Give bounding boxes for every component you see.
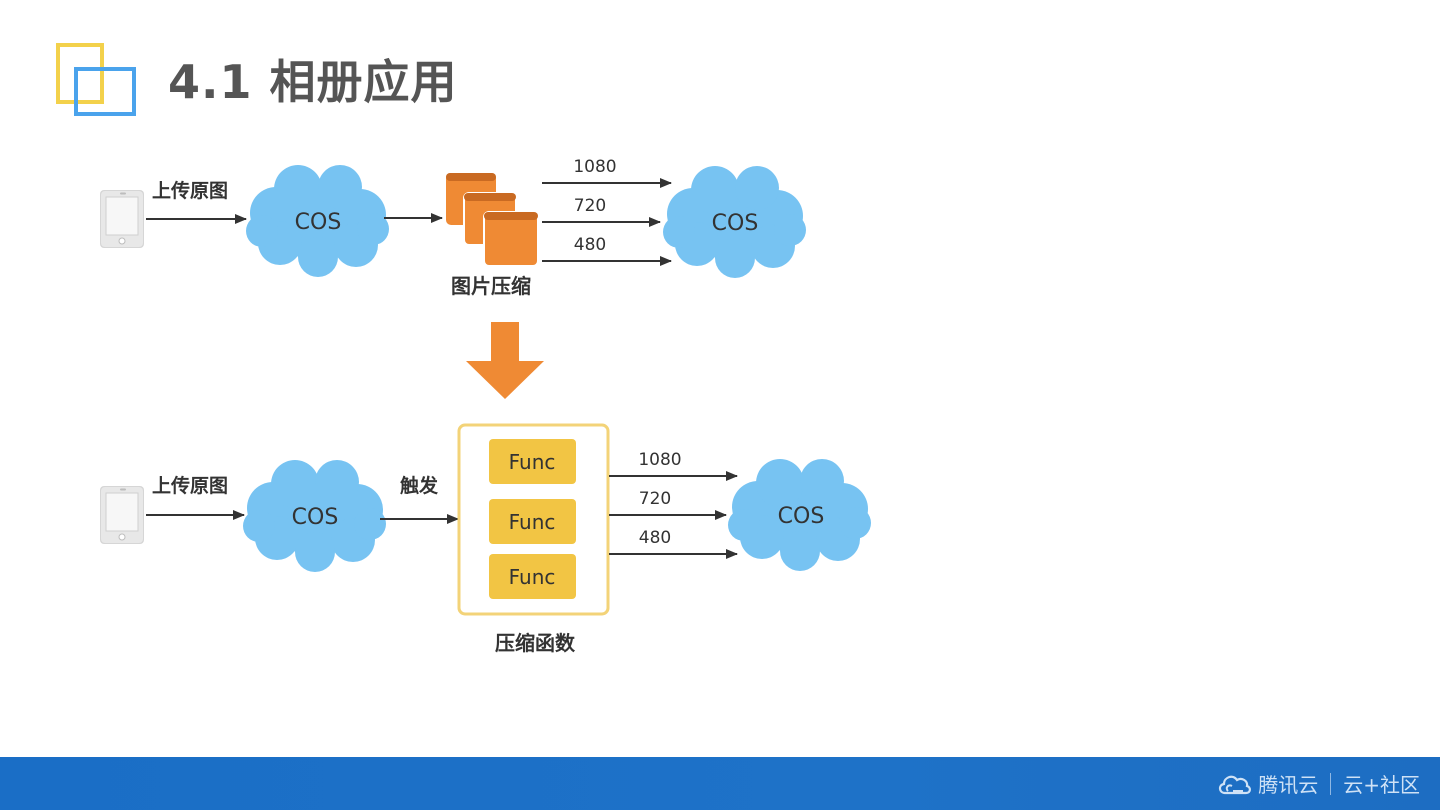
brand-name-left: 腾讯云 <box>1258 773 1319 797</box>
func-box-2: Func <box>489 499 576 544</box>
trigger-label: 触发 <box>400 474 439 497</box>
func-box-1: Func <box>489 439 576 484</box>
transition-down-arrow-icon <box>466 322 544 399</box>
func-label-3: Func <box>509 565 556 589</box>
top-phone-icon <box>99 189 145 249</box>
top-upload-label: 上传原图 <box>152 179 228 202</box>
brand-separator <box>1330 772 1332 795</box>
bottom-upload-label: 上传原图 <box>152 474 228 497</box>
func-box-3: Func <box>489 554 576 599</box>
bottom-dest-cos-label: COS <box>778 504 825 529</box>
function-group-label: 压缩函数 <box>495 631 576 655</box>
processor-label: 图片压缩 <box>451 274 531 298</box>
top-size-label-480: 480 <box>574 235 606 255</box>
func-label-1: Func <box>509 450 556 474</box>
bottom-size-label-1080: 1080 <box>638 450 681 470</box>
slide-logo-icon <box>56 43 136 117</box>
top-size-label-1080: 1080 <box>573 157 616 177</box>
top-source-cos-label: COS <box>295 210 342 235</box>
footer-brand: 腾讯云 云+社区 <box>1216 769 1420 798</box>
page-title: 4.1 相册应用 <box>168 55 458 109</box>
logo-blue-square <box>74 67 136 116</box>
architecture-diagram: 上传原图 COS 图片压缩 1080 720 480 COS 上传原图 COS … <box>99 157 871 655</box>
image-processor-icon <box>446 173 539 267</box>
footer-bar: 腾讯云 云+社区 <box>0 757 1440 810</box>
top-dest-cos-label: COS <box>712 211 759 236</box>
bottom-size-label-720: 720 <box>639 489 671 509</box>
bottom-source-cos-label: COS <box>292 505 339 530</box>
func-label-2: Func <box>509 510 556 534</box>
top-size-label-720: 720 <box>574 196 606 216</box>
bottom-size-label-480: 480 <box>639 528 671 548</box>
logo-yellow-square <box>56 43 104 104</box>
brand-name-right: 云+社区 <box>1343 773 1420 797</box>
bottom-phone-icon <box>99 485 145 545</box>
tencent-cloud-icon <box>1219 775 1252 794</box>
